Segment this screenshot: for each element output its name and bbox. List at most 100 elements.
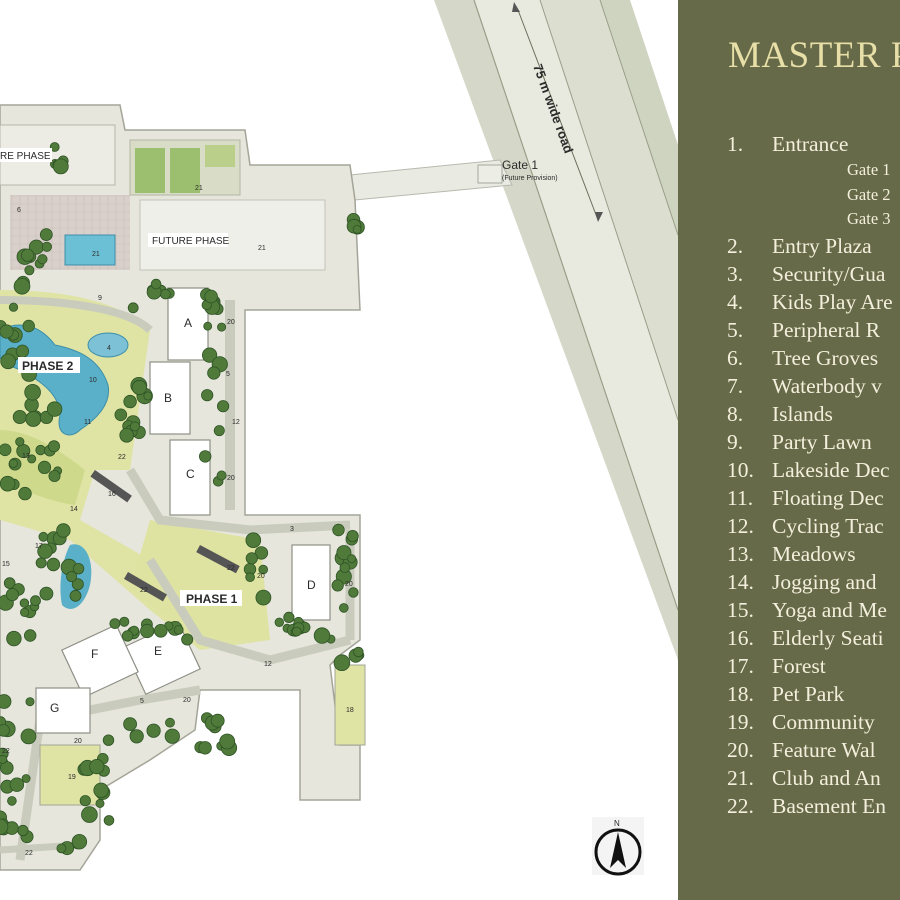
legend-item-number: 8.: [727, 401, 744, 426]
tree: [89, 758, 105, 775]
legend-item-number: 2.: [727, 233, 744, 258]
tree: [245, 572, 255, 582]
legend-item-label: Basement En: [772, 793, 887, 818]
marker-13: 13: [22, 453, 30, 460]
map-markers: 21 21 21 6 9 4 10 11 13 14 16 15 17 20 2…: [2, 185, 354, 857]
future-phase-label: FUTURE PHASE: [152, 236, 230, 247]
legend-item-number: 22.: [727, 793, 754, 818]
north-arrow: [592, 817, 644, 876]
tree: [71, 578, 84, 591]
tree: [127, 302, 139, 314]
tree: [123, 717, 138, 731]
tree: [146, 723, 161, 738]
tree: [119, 427, 134, 443]
legend-item-label: Peripheral R: [772, 317, 881, 342]
tree: [21, 248, 35, 262]
tree: [22, 319, 35, 333]
tree: [56, 843, 67, 854]
legend-item-number: 16.: [727, 625, 754, 650]
legend-item-label: Lakeside Dec: [772, 457, 890, 482]
tree: [165, 717, 175, 728]
tree: [49, 142, 60, 152]
marker-12: 12: [264, 661, 272, 668]
legend-item-label: Entrance: [772, 132, 849, 156]
tree: [24, 265, 35, 276]
marker-20: 20: [74, 738, 82, 745]
legend-item-number: 6.: [727, 345, 744, 370]
tree: [19, 598, 30, 608]
legend-item-number: 4.: [727, 289, 744, 314]
marker-11: 11: [84, 419, 91, 426]
legend-item-label: Feature Wal: [772, 737, 876, 762]
tree: [203, 321, 213, 331]
tower-a-label: A: [184, 316, 192, 330]
tower-blocks: [35, 287, 331, 734]
tree: [81, 806, 98, 823]
tree: [198, 741, 212, 755]
marker-16: 16: [108, 491, 116, 498]
tree: [336, 545, 352, 561]
tree: [30, 595, 41, 607]
legend-item-number: 12.: [727, 513, 754, 538]
legend-item-number: 20.: [727, 737, 754, 762]
tree: [71, 834, 88, 850]
tree: [140, 623, 155, 639]
tree: [21, 774, 31, 783]
tree: [332, 523, 345, 537]
legend-item-label: Meadows: [772, 541, 856, 566]
tree: [201, 389, 214, 402]
legend-item-label: Cycling Trac: [772, 513, 884, 538]
tree: [48, 440, 61, 453]
phase-1-label: PHASE 1: [186, 592, 238, 606]
tree: [143, 391, 153, 401]
tree: [69, 589, 82, 602]
tree: [339, 562, 351, 573]
tree: [25, 411, 42, 427]
marker-21: 21: [92, 251, 100, 258]
tree: [219, 733, 236, 750]
tree: [129, 421, 140, 432]
tree: [164, 728, 180, 744]
tree: [131, 379, 147, 396]
tower-b-label: B: [164, 391, 172, 405]
tree: [15, 344, 30, 358]
tree: [283, 611, 295, 624]
marker-22: 22: [227, 565, 235, 572]
tree: [0, 754, 8, 764]
site-plan-drawing: 75 m wide road Gate 1 (Future Provision): [0, 0, 678, 876]
tree: [46, 401, 63, 417]
marker-14: 14: [70, 506, 78, 513]
marker-22: 22: [25, 850, 33, 857]
legend-item-label: Yoga and Me: [772, 597, 887, 622]
tree: [35, 557, 47, 569]
tree: [160, 288, 171, 300]
tree: [37, 254, 48, 265]
tree: [213, 425, 225, 437]
marker-20: 20: [227, 319, 235, 326]
tree: [352, 224, 362, 234]
tower-c-label: C: [186, 467, 195, 481]
tree: [254, 546, 269, 560]
tree: [331, 579, 344, 592]
tree: [258, 564, 269, 575]
tree: [338, 603, 349, 613]
master-plan-map: 75 m wide road Gate 1 (Future Provision): [0, 0, 678, 876]
legend-item-label: Floating Dec: [772, 485, 884, 510]
marker-22: 22: [118, 454, 126, 461]
tree: [17, 824, 29, 837]
tree: [129, 729, 144, 744]
tree: [291, 626, 302, 637]
tree: [7, 796, 17, 806]
legend-item-number: 9.: [727, 429, 744, 454]
tower-f-label: F: [91, 647, 98, 661]
legend-item-label: Community: [772, 709, 875, 734]
phase-2-label: PHASE 2: [22, 359, 74, 373]
tree: [13, 277, 31, 295]
marker-15: 15: [2, 561, 10, 568]
legend-item-label: Pet Park: [772, 681, 845, 706]
marker-19: 19: [68, 774, 76, 781]
marker-21: 21: [258, 245, 266, 252]
tree: [37, 460, 52, 474]
legend-item-number: 13.: [727, 541, 754, 566]
legend-item-number: 11.: [727, 485, 754, 510]
